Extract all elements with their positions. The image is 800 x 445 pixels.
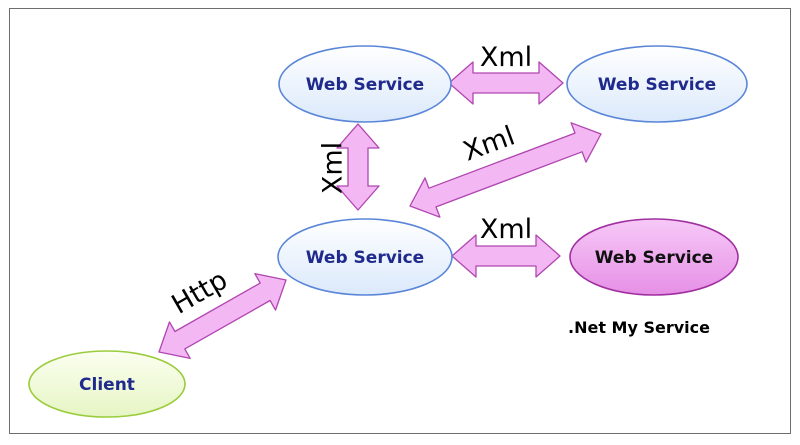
node-label: Web Service	[306, 248, 424, 268]
node-label: Web Service	[306, 75, 424, 95]
client-node[interactable]: Client	[28, 350, 186, 418]
http-arrow	[158, 272, 287, 360]
xml-arrow-top	[448, 61, 564, 105]
xml-arrow-center	[451, 234, 561, 278]
xml-label-top: Xml	[480, 42, 532, 73]
web-service-node-top-left[interactable]: Web Service	[278, 45, 452, 123]
xml-arrow-diagonal	[409, 122, 602, 218]
connections	[158, 61, 602, 360]
net-my-service-caption: .Net My Service	[568, 318, 710, 337]
node-shape	[278, 45, 452, 123]
xml-arrow-vertical	[336, 123, 380, 211]
node-shape	[569, 218, 739, 296]
xml-label-vertical: Xml	[318, 142, 349, 194]
node-label: Web Service	[598, 75, 716, 95]
web-service-node-center[interactable]: Web Service	[277, 218, 453, 296]
node-shape	[566, 45, 748, 123]
node-label: Client	[79, 375, 135, 395]
xml-label-center: Xml	[480, 214, 532, 245]
net-web-service-node[interactable]: Web Service	[569, 218, 739, 296]
node-shape	[28, 350, 186, 418]
node-shape	[277, 218, 453, 296]
node-label: Web Service	[595, 248, 713, 268]
web-service-node-top-right[interactable]: Web Service	[566, 45, 748, 123]
